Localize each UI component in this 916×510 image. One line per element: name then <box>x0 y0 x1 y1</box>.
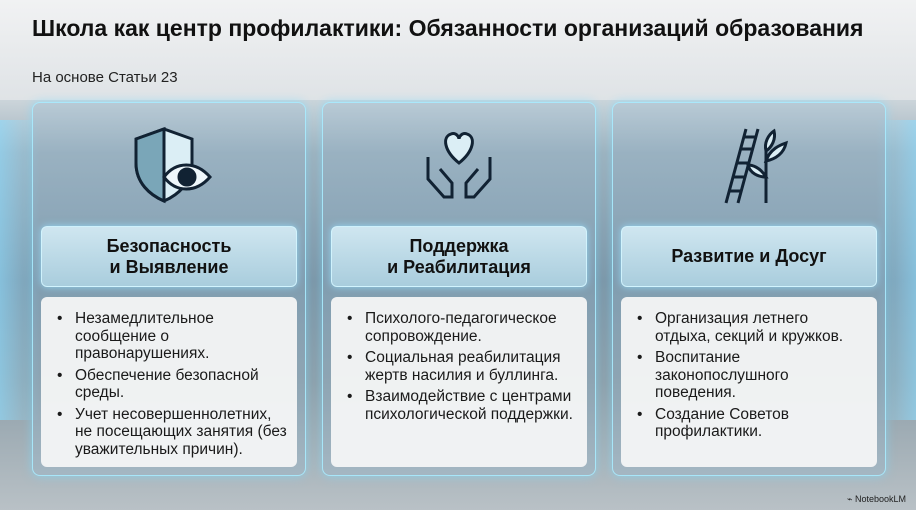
panel-support: Поддержка и Реабилитация Психолого-педаг… <box>322 102 596 476</box>
panel-heading: Поддержка и Реабилитация <box>331 226 587 287</box>
list-item: Учет несовершеннолетних, не посещающих з… <box>53 406 287 459</box>
panel-safety: Безопасность и Выявление Незамедлительно… <box>32 102 306 476</box>
list-item: Создание Советов профилактики. <box>633 406 867 441</box>
shield-eye-icon <box>134 126 212 204</box>
slide-title: Школа как центр профилактики: Обязанност… <box>32 15 864 41</box>
heading-line: Поддержка <box>409 235 509 256</box>
background-ceiling <box>0 0 916 100</box>
panel-heading: Безопасность и Выявление <box>41 226 297 287</box>
heading-line: и Выявление <box>109 256 229 277</box>
heading-line: Развитие и Досуг <box>671 246 827 266</box>
list-item: Взаимодействие с центрами психологическо… <box>343 388 577 423</box>
panel-body: Незамедлительное сообщение о правонаруше… <box>41 297 297 467</box>
heading-line: и Реабилитация <box>387 256 531 277</box>
panel-body: Организация летнего отдыха, секций и кру… <box>621 297 877 467</box>
heading-line: Безопасность <box>106 235 232 256</box>
list-item: Незамедлительное сообщение о правонаруше… <box>53 310 287 363</box>
list-item: Психолого-педагогическое сопровождение. <box>343 310 577 345</box>
list-item: Воспитание законопослушного поведения. <box>633 349 867 402</box>
panel-development: Развитие и Досуг Организация летнего отд… <box>612 102 886 476</box>
list-item: Организация летнего отдыха, секций и кру… <box>633 310 867 345</box>
list-item: Социальная реабилитация жертв насилия и … <box>343 349 577 384</box>
watermark-text: NotebookLM <box>854 494 906 504</box>
notebooklm-watermark: ⌁ NotebookLM <box>847 494 906 504</box>
background-glow <box>0 120 40 420</box>
panel-heading: Развитие и Досуг <box>621 226 877 287</box>
list-item: Обеспечение безопасной среды. <box>53 367 287 402</box>
background-glow <box>876 120 916 420</box>
hands-heart-icon <box>426 132 492 199</box>
panel-body: Психолого-педагогическое сопровождение. … <box>331 297 587 467</box>
slide-subtitle: На основе Статьи 23 <box>32 69 178 86</box>
ladder-plant-icon <box>724 128 788 204</box>
